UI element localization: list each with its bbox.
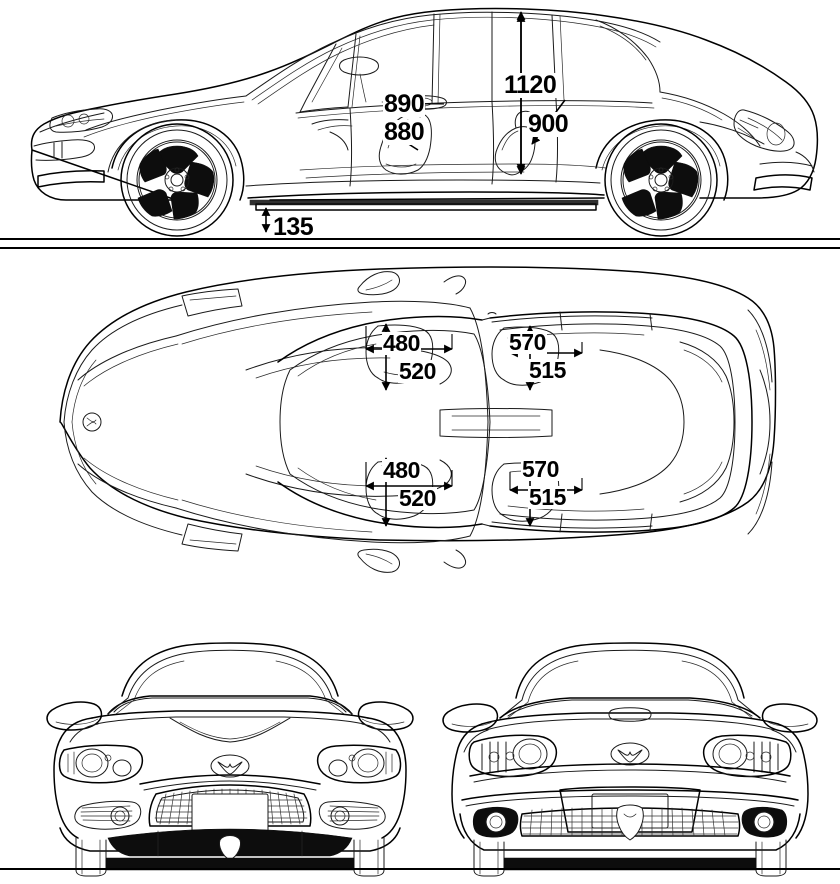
dim-label-135: 135: [272, 213, 315, 241]
side-rear-wheel: [604, 123, 718, 237]
dim-label-1120: 1120: [503, 71, 558, 99]
dim-label-900: 900: [527, 110, 570, 138]
dim-label-top-480-front: 480: [382, 330, 421, 356]
view-rear-elevation: [442, 642, 818, 877]
view-front-elevation: [46, 642, 414, 877]
view-side-elevation: [30, 7, 819, 237]
dim-label-top-570-rear: 570: [521, 456, 560, 482]
section-divider-lower: [0, 247, 840, 249]
dim-label-top-520-rear: 520: [398, 485, 437, 511]
dim-label-top-480-rear: 480: [382, 457, 421, 483]
rear-exhaust-right: [741, 806, 788, 838]
badge-mazda-nose: [82, 412, 102, 432]
front-foglamp-right: [318, 800, 386, 830]
ground-line: [0, 868, 840, 870]
rear-diffuser: [519, 804, 741, 841]
dim-label-top-515-rear: 515: [528, 484, 567, 510]
view-top-plan: [59, 266, 777, 573]
dim-label-top-520-front: 520: [398, 358, 437, 384]
rear-taillight-left: [468, 734, 558, 778]
badge-mazda-rear: [610, 742, 650, 766]
section-divider-upper: [0, 238, 840, 240]
dim-label-890: 890: [383, 90, 426, 118]
front-headlight-left: [58, 744, 144, 784]
rear-exhaust-left: [472, 806, 519, 838]
dim-label-top-570-front: 570: [508, 329, 547, 355]
rear-taillight-right: [702, 734, 792, 778]
dim-label-top-515-front: 515: [528, 357, 567, 383]
side-front-wheel: [120, 123, 234, 237]
dim-label-880: 880: [383, 118, 426, 146]
badge-mazda-front: [210, 754, 250, 778]
front-foglamp-left: [74, 800, 142, 830]
front-headlight-right: [316, 744, 402, 784]
